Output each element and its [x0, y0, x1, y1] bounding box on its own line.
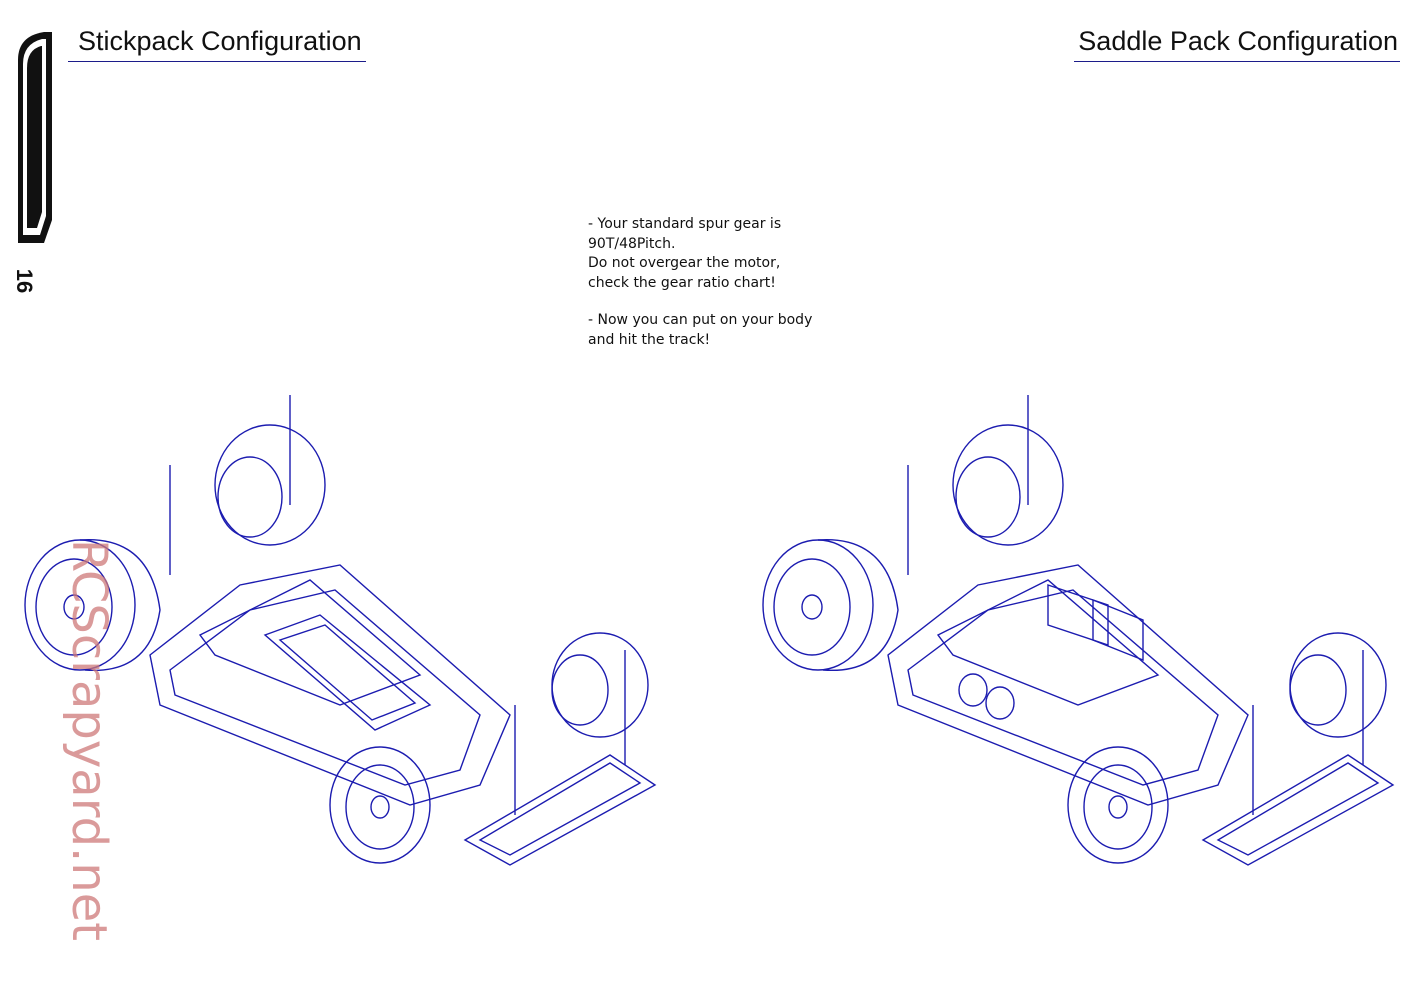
- note-line: check the gear ratio chart!: [588, 274, 776, 291]
- brand-logo: [18, 32, 52, 243]
- stickpack-chassis-illustration: [24, 395, 657, 866]
- heading-saddle-pack: Saddle Pack Configuration: [1074, 26, 1400, 62]
- heading-stickpack: Stickpack Configuration: [68, 26, 366, 62]
- note-line: and hit the track!: [588, 331, 711, 348]
- page-number: 16: [12, 268, 37, 294]
- watermark-text: RCScrapyard.net: [61, 538, 117, 942]
- note-spur-gear: - Your standard spur gear is 90T/48Pitch…: [588, 215, 848, 293]
- saddle-pack-chassis-illustration: [762, 395, 1395, 866]
- watermark: RCScrapyard.net: [61, 520, 117, 960]
- note-line: 90T/48Pitch.: [588, 235, 676, 252]
- note-body-track: - Now you can put on your body and hit t…: [588, 311, 848, 350]
- note-line: Do not overgear the motor,: [588, 255, 781, 271]
- note-line: - Now you can put on your body: [588, 312, 813, 328]
- assembly-notes: - Your standard spur gear is 90T/48Pitch…: [588, 215, 848, 368]
- note-line: - Your standard spur gear is: [588, 216, 782, 232]
